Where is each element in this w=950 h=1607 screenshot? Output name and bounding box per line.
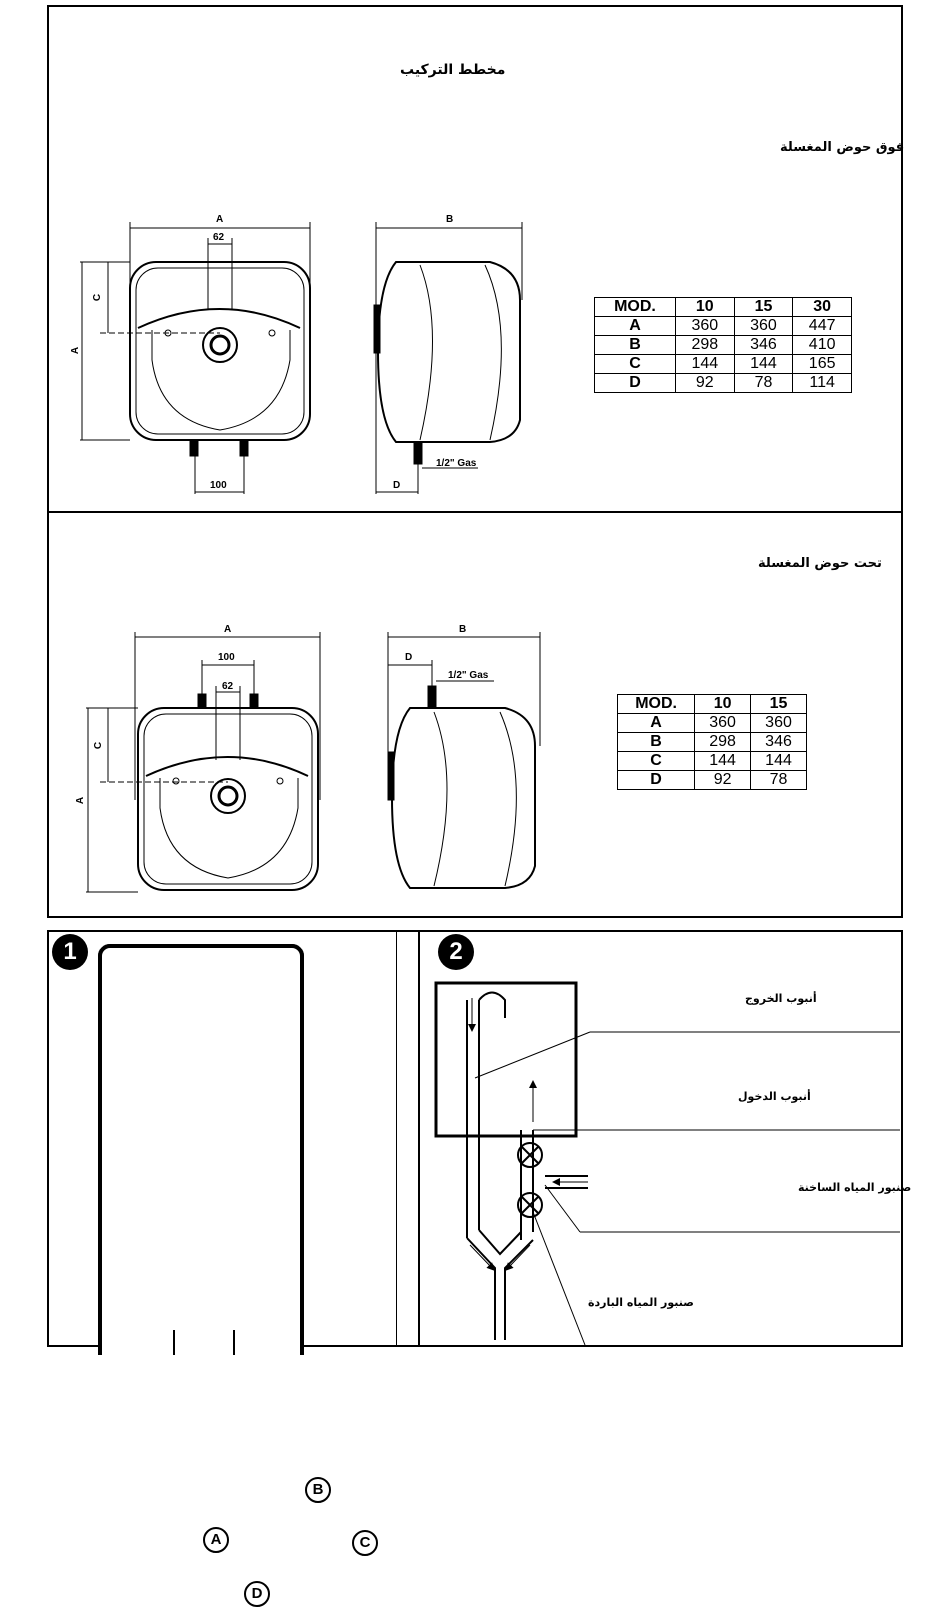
table-header-cell: 10 [695,695,751,714]
dim-label-62-top: 62 [213,232,224,243]
table-header-cell: MOD. [618,695,695,714]
label-hot-water-tap: صنبور المياه الساخنة [798,1181,911,1194]
label-cold-water-tap: صنبور المياه الباردة [588,1296,694,1309]
table-cell: 360 [751,714,807,733]
panel2-pipe-diagram [436,983,900,1345]
table-cell: D [618,771,695,790]
dim-label-a-left-bottom: A [75,797,86,804]
valve-label-d: D [244,1581,270,1607]
dimension-lines-bottom-front [86,632,320,892]
pipe-label-bottom: 1/2" Gas [448,670,488,681]
table-cell: 144 [751,752,807,771]
table-cell: 346 [734,336,793,355]
table-cell: 298 [695,733,751,752]
spec-table-above-sink: MOD. 10 15 30 A 360 360 447 B 298 346 41… [594,297,852,393]
table-cell: 92 [695,771,751,790]
table-cell: 78 [734,374,793,393]
table-header-cell: 15 [734,298,793,317]
spec-table-under-sink: MOD. 10 15 A 360 360 B 298 346 C 144 144… [617,694,807,790]
table-row: B 298 346 410 [595,336,852,355]
front-view-under-sink [138,694,318,890]
dim-label-100-top: 100 [210,480,227,491]
table-cell: 165 [793,355,852,374]
dim-label-d-top: D [393,480,400,491]
table-row: A 360 360 [618,714,807,733]
label-outlet-pipe: أنبوب الخروج [745,992,817,1005]
table-header-row: MOD. 10 15 [618,695,807,714]
dim-label-b-top: B [446,214,453,225]
table-header-cell: 10 [675,298,734,317]
table-cell: 78 [751,771,807,790]
table-cell: A [618,714,695,733]
table-header-cell: 30 [793,298,852,317]
table-header-cell: 15 [751,695,807,714]
table-cell: 298 [675,336,734,355]
table-row: D 92 78 [618,771,807,790]
table-cell: 144 [734,355,793,374]
table-header-row: MOD. 10 15 30 [595,298,852,317]
table-row: C 144 144 165 [595,355,852,374]
table-cell: C [595,355,676,374]
dim-label-d-bottom: D [405,652,412,663]
table-cell: 360 [734,317,793,336]
table-cell: 114 [793,374,852,393]
valve-label-b: B [305,1477,331,1503]
valve-label-a: A [203,1527,229,1553]
table-cell: D [595,374,676,393]
table-row: B 298 346 [618,733,807,752]
panel-badge-2: 2 [438,934,474,970]
dim-label-b-bottom: B [459,624,466,635]
side-view-under-sink [388,686,535,888]
valve-label-c: C [352,1530,378,1556]
table-cell: 360 [695,714,751,733]
dim-label-a-bottom: A [224,624,231,635]
table-cell: 144 [675,355,734,374]
table-cell: 346 [751,733,807,752]
dim-label-c-top: C [92,294,103,301]
dim-label-a-top: A [216,214,223,225]
table-cell: 360 [675,317,734,336]
dim-label-62-bottom: 62 [222,681,233,692]
dim-label-c-bottom: C [93,742,104,749]
table-cell: B [618,733,695,752]
table-header-cell: MOD. [595,298,676,317]
label-inlet-pipe: أنبوب الدخول [738,1090,811,1103]
table-row: D 92 78 114 [595,374,852,393]
table-cell: 410 [793,336,852,355]
table-cell: 92 [675,374,734,393]
table-cell: 144 [695,752,751,771]
dim-label-a-left-top: A [70,347,81,354]
table-cell: 447 [793,317,852,336]
panel1-schematic [100,946,375,1355]
pipe-label-top: 1/2" Gas [436,458,476,469]
table-cell: B [595,336,676,355]
dim-label-100-bottom: 100 [218,652,235,663]
table-cell: C [618,752,695,771]
table-row: C 144 144 [618,752,807,771]
panel-badge-1: 1 [52,934,88,970]
side-view-above-sink [374,262,520,464]
front-view-above-sink [130,262,310,456]
table-cell: A [595,317,676,336]
table-row: A 360 360 447 [595,317,852,336]
